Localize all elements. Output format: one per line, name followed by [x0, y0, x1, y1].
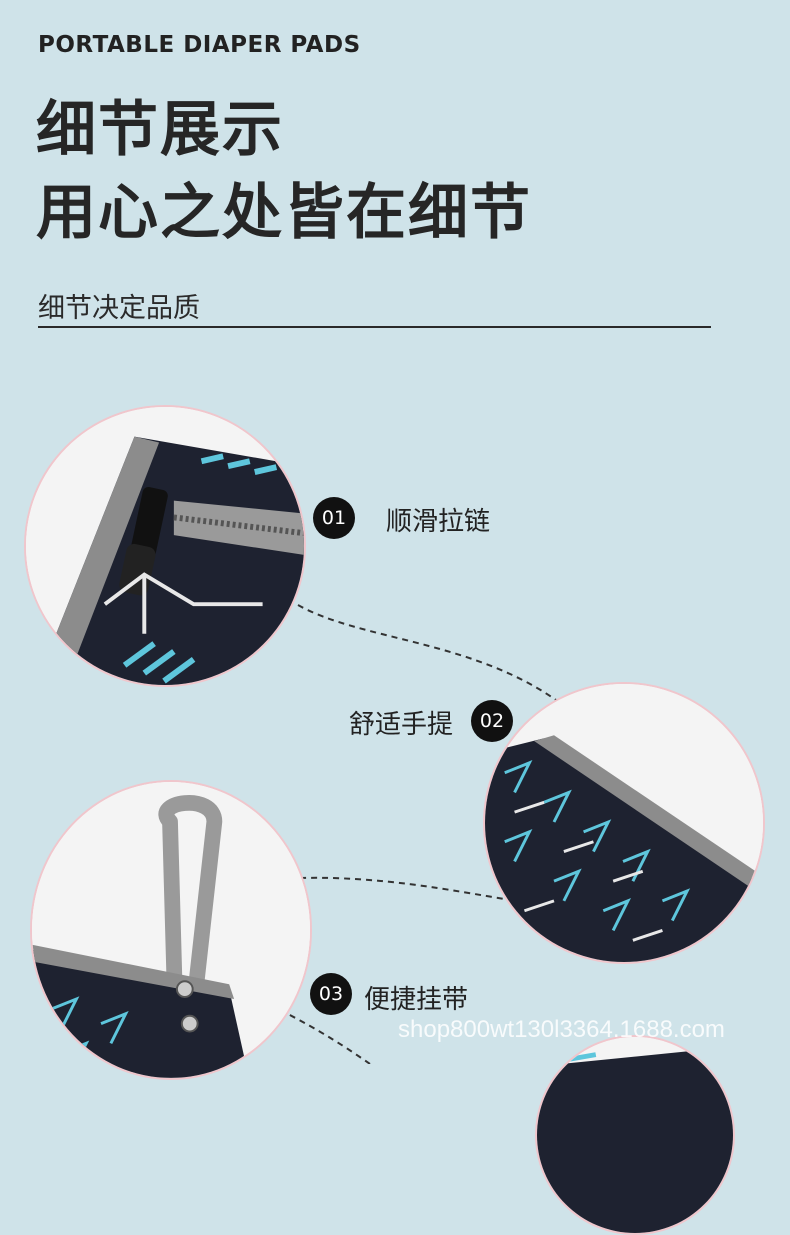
detail-number-badge: 01 — [313, 497, 355, 539]
zipper-icon — [26, 407, 304, 685]
detail-label-strap: 便捷挂带 — [364, 985, 469, 1015]
headline-line-1: 细节展示 — [36, 95, 284, 165]
detail-label-zipper: 顺滑拉链 — [386, 507, 491, 537]
headline-line-2: 用心之处皆在细节 — [36, 178, 532, 248]
zipper-detail-photo — [24, 405, 306, 687]
eyebrow-title: PORTABLE DIAPER PADS — [38, 32, 361, 58]
subhead: 细节决定品质 — [38, 293, 200, 324]
wrist-strap-detail-photo — [30, 780, 312, 1080]
handle-edge-icon — [485, 684, 763, 962]
detail-number-badge: 03 — [310, 973, 352, 1015]
shop-watermark: shop800wt130l3364.1688.com — [398, 1016, 725, 1043]
wrist-strap-icon — [32, 782, 310, 1078]
handle-edge-detail-photo — [483, 682, 765, 964]
detail-number-badge: 02 — [471, 700, 513, 742]
detail-label-handle: 舒适手提 — [349, 710, 454, 740]
divider-rule — [38, 326, 711, 328]
fabric-icon — [537, 1037, 733, 1233]
bottom-detail-photo — [535, 1035, 735, 1235]
